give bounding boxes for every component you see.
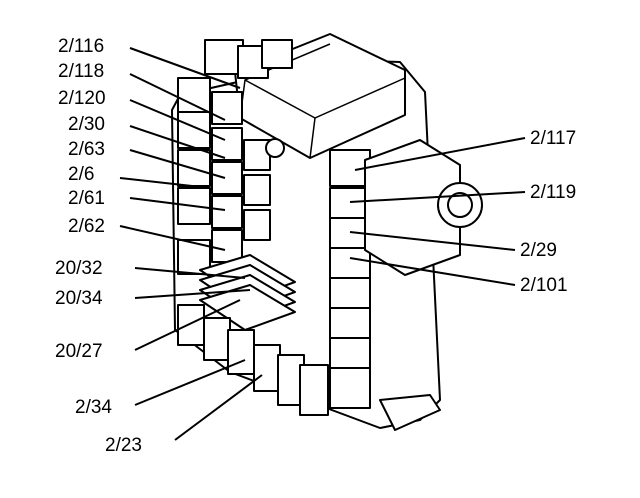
relay-top-1 [204,39,244,75]
callout-20-32: 20/32 [55,258,103,279]
base-flange [379,394,441,431]
callout-2-6: 2/6 [68,164,95,185]
callout-2-120: 2/120 [58,88,106,109]
callout-20-34: 20/34 [55,288,103,309]
callout-2-118: 2/118 [58,61,105,82]
callout-2-34: 2/34 [75,397,112,418]
callout-2-119: 2/119 [530,182,577,203]
center-fuse-column [211,91,271,263]
callout-2-101: 2/101 [520,275,568,296]
callout-2-29: 2/29 [520,240,557,261]
relay-top-3 [261,39,293,69]
leader-lines-left [119,47,263,441]
callout-2-30: 2/30 [68,114,105,135]
callout-2-116: 2/116 [58,36,105,57]
lower-fuse-row [177,304,329,416]
callout-2-63: 2/63 [68,139,105,160]
callout-2-23: 2/23 [105,435,142,456]
callout-20-27: 20/27 [55,341,103,362]
mounting-stud [265,138,285,158]
leader-lines-right [349,137,526,286]
right-fuse-column [329,149,371,409]
callout-2-61: 2/61 [68,188,105,209]
callout-2-117: 2/117 [530,128,577,149]
callout-2-62: 2/62 [68,216,105,237]
